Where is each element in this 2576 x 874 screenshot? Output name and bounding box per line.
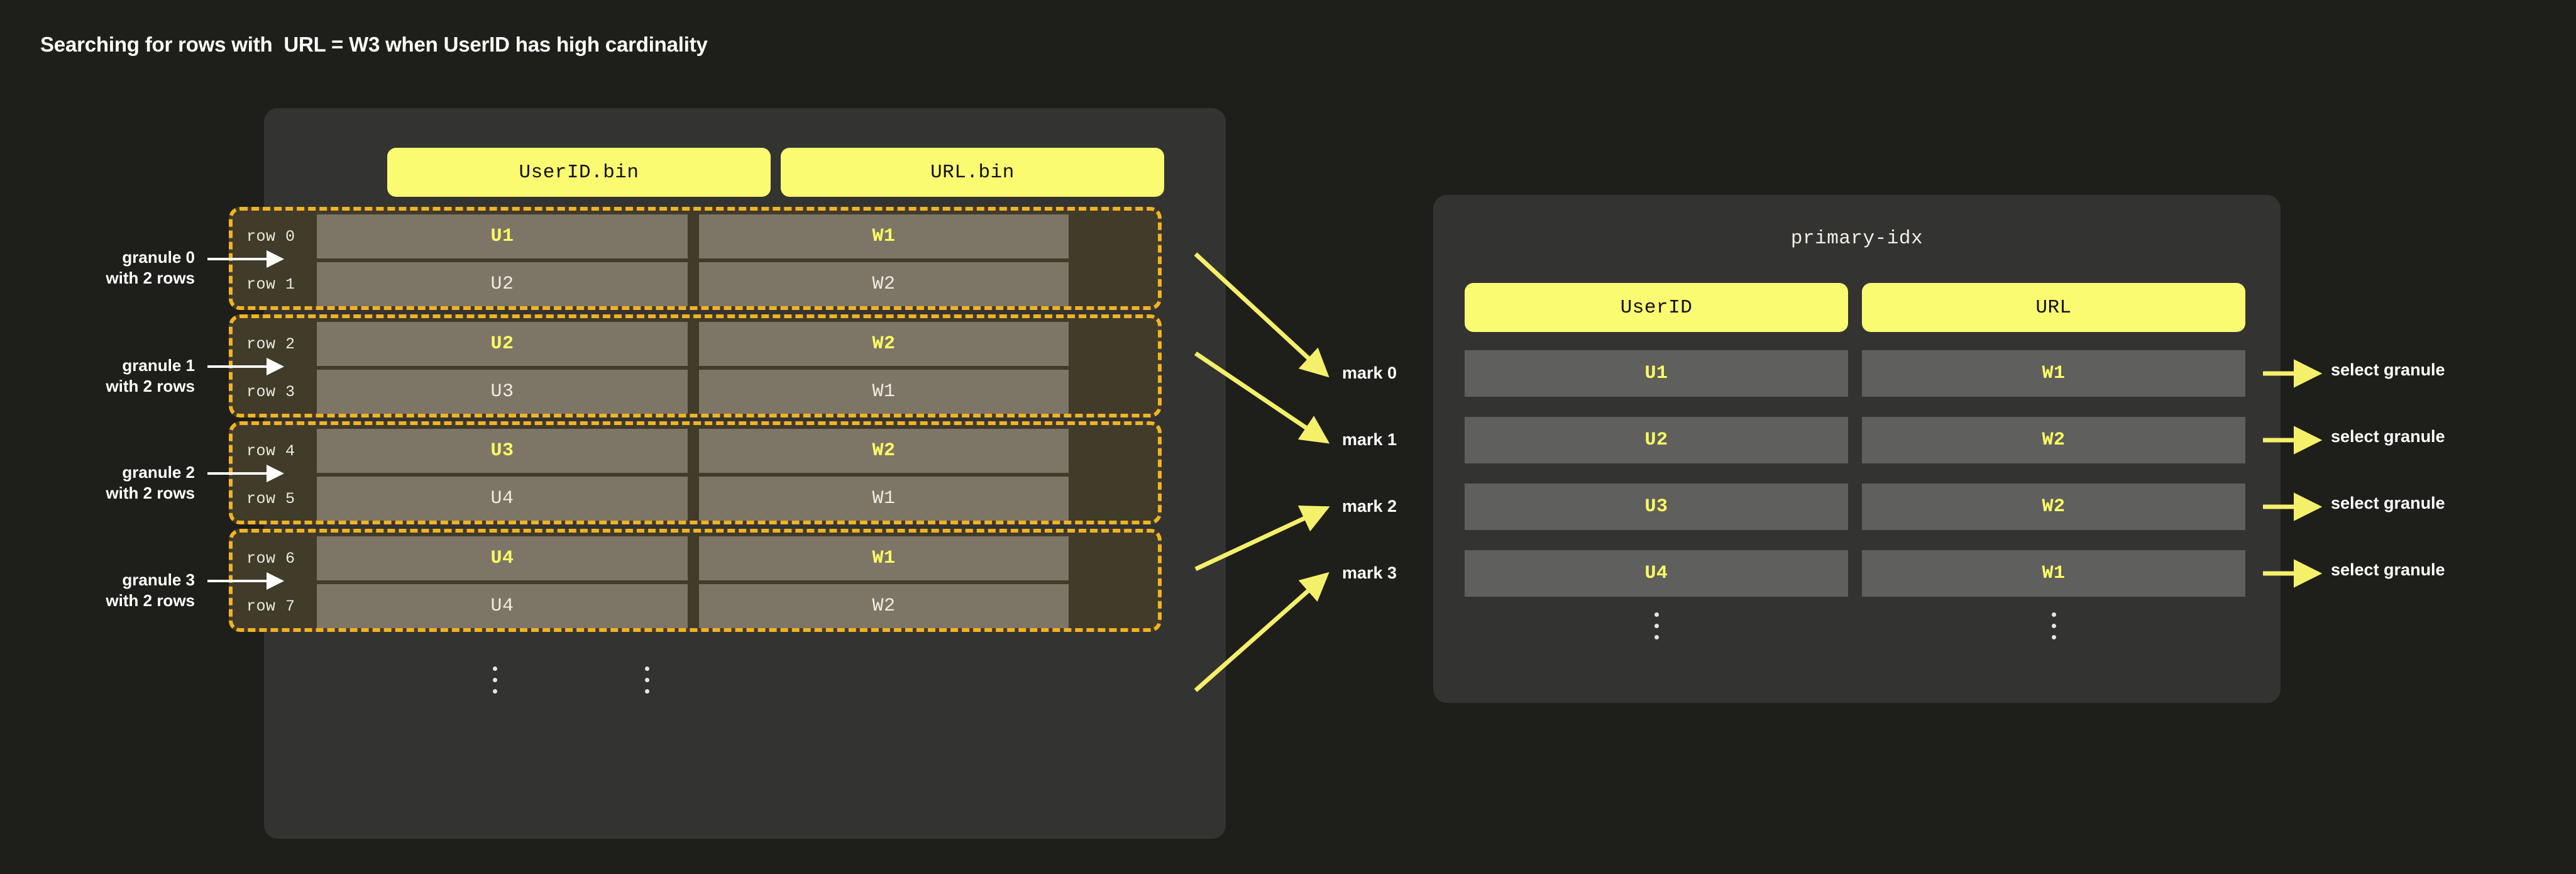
cell-userid: U2 xyxy=(317,262,688,306)
row-label: row 5 xyxy=(246,489,295,508)
cell-url: W2 xyxy=(699,584,1069,628)
cell-url: W2 xyxy=(699,322,1069,366)
cell-userid: U1 xyxy=(317,214,688,258)
select-granule-label-1: select granule xyxy=(2331,427,2445,446)
granule-box-2[interactable]: row 4 U3 W2 row 5 U4 W1 xyxy=(229,421,1162,524)
cell-url: W2 xyxy=(699,262,1069,306)
column-header-url-bin: URL.bin xyxy=(781,148,1164,197)
table-row: row 3 U3 W1 xyxy=(233,370,1158,414)
cell-userid: U4 xyxy=(317,536,688,580)
cell-url: W1 xyxy=(699,370,1069,414)
select-granule-label-2: select granule xyxy=(2331,494,2445,512)
cell-url: W1 xyxy=(699,477,1069,521)
idx-cell-userid: U2 xyxy=(1465,417,1848,463)
table-row: row 0 U1 W1 xyxy=(233,214,1158,258)
row-label: row 7 xyxy=(246,597,295,616)
table-row[interactable]: U1 W1 xyxy=(1433,350,2281,397)
granule-note-3: granule 3 with 2 rows xyxy=(106,570,195,611)
table-row[interactable]: U3 W2 xyxy=(1433,484,2281,530)
table-row: row 6 U4 W1 xyxy=(233,536,1158,580)
table-row: row 4 U3 W2 xyxy=(233,429,1158,473)
idx-cell-url: W1 xyxy=(1862,550,2245,597)
granule-box-0[interactable]: row 0 U1 W1 row 1 U2 W2 xyxy=(229,207,1162,310)
idx-column-header-url: URL xyxy=(1862,283,2245,332)
cell-userid: U3 xyxy=(317,429,688,473)
cell-userid: U4 xyxy=(317,584,688,628)
vertical-ellipsis-icon xyxy=(492,667,498,694)
granule-note-2: granule 2 with 2 rows xyxy=(106,463,195,503)
granule-box-1[interactable]: row 2 U2 W2 row 3 U3 W1 xyxy=(229,314,1162,418)
idx-cell-url: W1 xyxy=(1862,350,2245,397)
granule-note-0: granule 0 with 2 rows xyxy=(106,248,195,288)
vertical-ellipsis-icon xyxy=(2050,612,2057,639)
mark-label-2: mark 2 xyxy=(1342,497,1397,516)
row-label: row 2 xyxy=(246,335,295,353)
idx-cell-url: W2 xyxy=(1862,484,2245,530)
granule-note-1: granule 1 with 2 rows xyxy=(106,356,195,396)
select-granule-label-3: select granule xyxy=(2331,560,2445,579)
mark-label-3: mark 3 xyxy=(1342,563,1397,582)
idx-cell-url: W2 xyxy=(1862,417,2245,463)
granule-box-3[interactable]: row 6 U4 W1 row 7 U4 W2 xyxy=(229,529,1162,632)
row-label: row 6 xyxy=(246,549,295,568)
column-header-userid-bin: UserID.bin xyxy=(387,148,771,197)
row-label: row 4 xyxy=(246,441,295,460)
vertical-ellipsis-icon xyxy=(644,667,650,694)
table-row: row 2 U2 W2 xyxy=(233,322,1158,366)
row-label: row 3 xyxy=(246,382,295,401)
idx-column-header-userid: UserID xyxy=(1465,283,1848,332)
table-row: row 5 U4 W1 xyxy=(233,477,1158,521)
cell-userid: U4 xyxy=(317,477,688,521)
idx-cell-userid: U3 xyxy=(1465,484,1848,530)
mark-label-0: mark 0 xyxy=(1342,363,1397,382)
cell-userid: U3 xyxy=(317,370,688,414)
idx-cell-userid: U4 xyxy=(1465,550,1848,597)
mark-label-1: mark 1 xyxy=(1342,430,1397,449)
cell-url: W2 xyxy=(699,429,1069,473)
select-granule-label-0: select granule xyxy=(2331,360,2445,379)
idx-cell-userid: U1 xyxy=(1465,350,1848,397)
primary-index-panel: primary-idx UserID URL U1 W1 U2 W2 U3 W2… xyxy=(1433,195,2281,703)
table-row[interactable]: U4 W1 xyxy=(1433,550,2281,597)
page-title: Searching for rows with URL = W3 when Us… xyxy=(40,33,708,56)
table-row: row 7 U4 W2 xyxy=(233,584,1158,628)
row-label: row 1 xyxy=(246,275,295,294)
table-row[interactable]: U2 W2 xyxy=(1433,417,2281,463)
row-label: row 0 xyxy=(246,227,295,246)
vertical-ellipsis-icon xyxy=(1653,612,1660,639)
cell-userid: U2 xyxy=(317,322,688,366)
cell-url: W1 xyxy=(699,214,1069,258)
table-row: row 1 U2 W2 xyxy=(233,262,1158,306)
data-part-panel: UserID.bin URL.bin row 0 U1 W1 row 1 U2 … xyxy=(229,108,1226,839)
primary-idx-title: primary-idx xyxy=(1790,228,1924,250)
cell-url: W1 xyxy=(699,536,1069,580)
